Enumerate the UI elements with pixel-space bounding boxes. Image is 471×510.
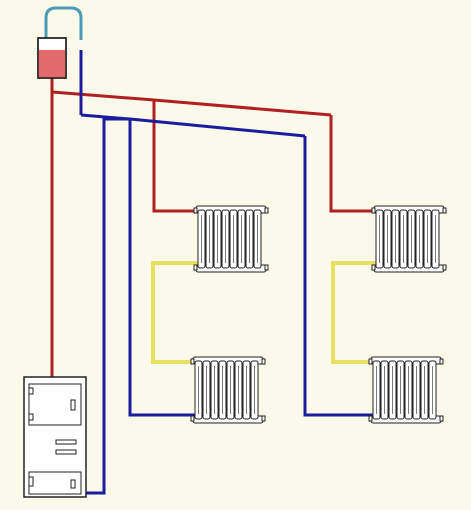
return-pipes bbox=[79, 50, 373, 495]
radiator-air-vent-cap bbox=[264, 207, 269, 214]
connector-pipes bbox=[151, 261, 376, 364]
tank-outline bbox=[37, 37, 67, 79]
expansion-tank bbox=[37, 37, 67, 79]
radiator-inlet-cap bbox=[368, 358, 373, 365]
boiler bbox=[23, 376, 87, 498]
boiler-lower-handle bbox=[70, 479, 76, 489]
radiator-air-vent-cap bbox=[442, 207, 447, 214]
radiator-lower-left bbox=[190, 356, 266, 424]
boiler-hinge-lower bbox=[29, 413, 34, 421]
radiator-air-vent-cap bbox=[261, 358, 266, 365]
boiler-vent-slot-2 bbox=[55, 449, 77, 455]
radiator-outlet-cap bbox=[193, 264, 198, 271]
radiator-air-vent-cap bbox=[439, 358, 444, 365]
boiler-vent-slot-1 bbox=[55, 439, 77, 445]
radiator-plug-cap bbox=[264, 264, 269, 271]
radiator-upper-left bbox=[193, 205, 269, 273]
supply-pipes bbox=[50, 78, 376, 378]
radiator-inlet-cap bbox=[371, 207, 376, 214]
return-branch-left bbox=[128, 119, 198, 417]
boiler-hinge-bottom bbox=[29, 476, 34, 487]
tank-liquid bbox=[38, 50, 66, 78]
supply-branch-left bbox=[152, 100, 198, 213]
radiator-plug-cap bbox=[439, 415, 444, 422]
radiator-plug-cap bbox=[442, 264, 447, 271]
boiler-upper-door bbox=[28, 383, 82, 426]
return-branch-right bbox=[303, 136, 373, 417]
boiler-body bbox=[23, 376, 87, 498]
radiator-inlet-cap bbox=[193, 207, 198, 214]
radiator-lower-right bbox=[368, 356, 444, 424]
connector-left bbox=[151, 261, 198, 364]
radiator-outlet-cap bbox=[190, 415, 195, 422]
radiator-inlet-cap bbox=[190, 358, 195, 365]
boiler-upper-handle bbox=[70, 399, 76, 411]
vent-tube bbox=[44, 6, 83, 40]
boiler-lower-door bbox=[28, 471, 82, 495]
radiator-upper-right bbox=[371, 205, 447, 273]
radiator-outlet-cap bbox=[368, 415, 373, 422]
supply-branch-right bbox=[329, 115, 376, 213]
connector-right bbox=[331, 261, 376, 364]
radiator-plug-cap bbox=[261, 415, 266, 422]
radiator-outlet-cap bbox=[371, 264, 376, 271]
boiler-hinge-upper bbox=[29, 387, 34, 395]
return-to-boiler bbox=[86, 117, 130, 495]
